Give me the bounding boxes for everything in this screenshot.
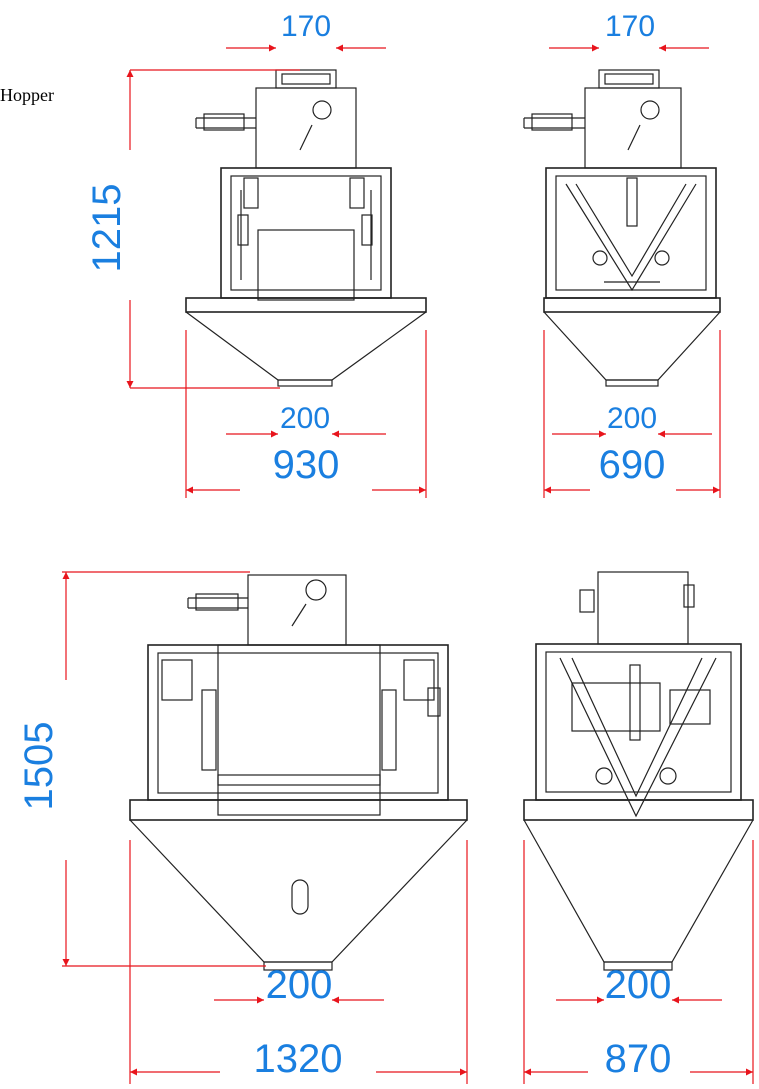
dim-outlet: 200 bbox=[607, 402, 657, 435]
dim-width: 1320 bbox=[254, 1037, 343, 1081]
dim-outlet: 200 bbox=[605, 963, 672, 1007]
view-large-front bbox=[129, 574, 468, 971]
dim-width: 930 bbox=[273, 443, 340, 487]
dimension-lines bbox=[62, 44, 754, 1084]
hopper-caption: Hopper bbox=[0, 85, 54, 105]
dim-outlet: 200 bbox=[280, 402, 330, 435]
view-large-side bbox=[523, 571, 754, 971]
dim-height: 1215 bbox=[85, 184, 129, 273]
dim-width: 690 bbox=[599, 443, 666, 487]
view-small-front bbox=[185, 69, 427, 387]
dim-top-width: 170 bbox=[605, 10, 655, 43]
dim-top-width: 170 bbox=[281, 10, 331, 43]
dimension-labels: 170 1215 200 930 170 200 690 1505 200 13… bbox=[17, 10, 671, 1081]
view-small-side bbox=[523, 69, 721, 387]
dim-height: 1505 bbox=[17, 722, 61, 811]
dim-width: 870 bbox=[605, 1037, 672, 1081]
dim-outlet: 200 bbox=[266, 963, 333, 1007]
